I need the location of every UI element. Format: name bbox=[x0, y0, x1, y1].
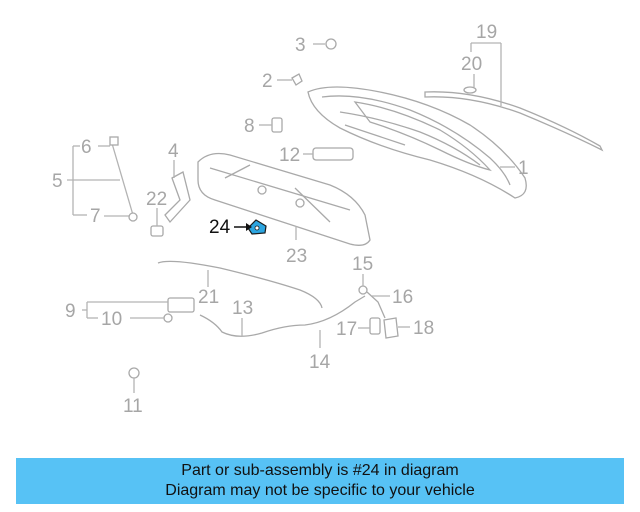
callout-16: 16 bbox=[392, 287, 413, 308]
banner-line-1: Part or sub-assembly is #24 in diagram bbox=[181, 462, 459, 479]
callout-19: 19 bbox=[476, 22, 497, 43]
release-cable bbox=[199, 295, 366, 337]
callout-21: 21 bbox=[198, 287, 219, 308]
parts-diagram: 1 2 3 4 5 6 7 8 9 10 11 12 13 14 15 16 1… bbox=[52, 22, 604, 417]
cable-bracket bbox=[358, 274, 390, 319]
callout-1: 1 bbox=[518, 158, 529, 179]
hood-latch bbox=[82, 297, 195, 323]
callout-6: 6 bbox=[81, 137, 92, 158]
callout-12: 12 bbox=[279, 145, 300, 166]
callout-9: 9 bbox=[65, 301, 76, 322]
callout-5: 5 bbox=[52, 171, 63, 192]
banner-line-2: Diagram may not be specific to your vehi… bbox=[165, 482, 475, 499]
callout-22: 22 bbox=[146, 189, 167, 210]
release-handle bbox=[358, 317, 410, 339]
callout-20: 20 bbox=[461, 54, 482, 75]
hood-seal bbox=[424, 86, 604, 152]
callout-15: 15 bbox=[352, 254, 373, 275]
callout-17: 17 bbox=[336, 319, 357, 340]
insulator-pad bbox=[197, 152, 371, 246]
handle-12 bbox=[303, 147, 354, 161]
bumper-22 bbox=[150, 208, 164, 237]
prop-rod bbox=[157, 260, 323, 309]
callout-4: 4 bbox=[168, 141, 179, 162]
callout-14: 14 bbox=[309, 352, 331, 373]
bumper-3 bbox=[313, 38, 337, 50]
hood-panel bbox=[307, 86, 527, 199]
callout-13: 13 bbox=[232, 298, 253, 319]
callout-8: 8 bbox=[244, 116, 255, 137]
callout-3: 3 bbox=[295, 35, 306, 56]
callout-11: 11 bbox=[123, 396, 143, 417]
callout-18: 18 bbox=[413, 318, 434, 339]
callout-24: 24 bbox=[209, 217, 231, 238]
callout-23: 23 bbox=[286, 246, 307, 267]
part-24-highlight bbox=[234, 219, 267, 235]
callout-2: 2 bbox=[262, 71, 273, 92]
clip-2 bbox=[277, 73, 303, 86]
callout-10: 10 bbox=[101, 309, 122, 330]
callout-7: 7 bbox=[90, 206, 101, 227]
hood-hinge bbox=[164, 160, 191, 224]
hood-strut bbox=[67, 136, 138, 222]
fastener-8 bbox=[259, 117, 283, 133]
info-banner: Part or sub-assembly is #24 in diagram D… bbox=[16, 458, 624, 504]
grommet-11 bbox=[128, 367, 140, 393]
